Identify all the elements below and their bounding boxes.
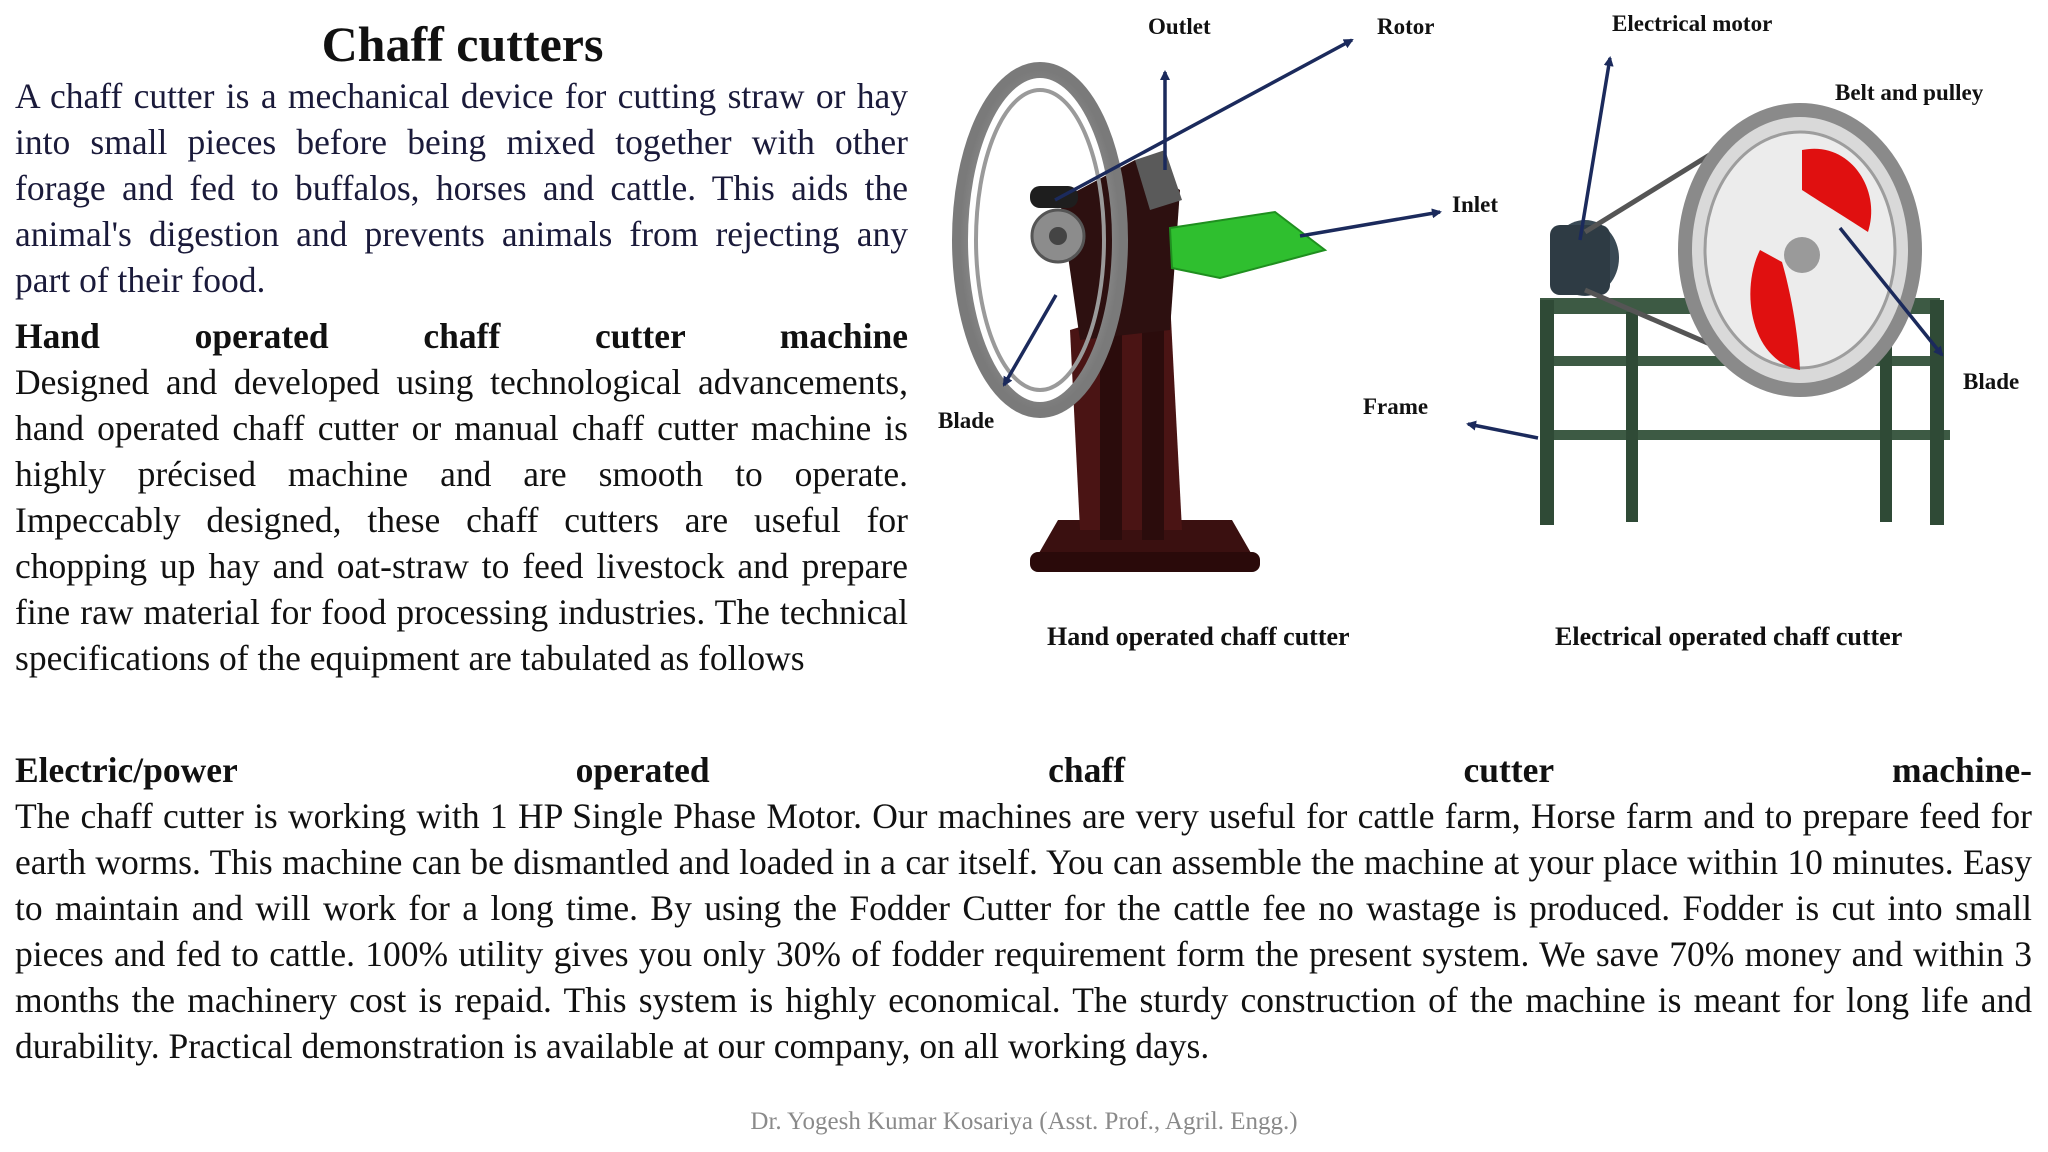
- chaff-cutter-figure: Outlet Rotor Inlet Blade Frame Electrica…: [920, 0, 2048, 700]
- label-outlet: Outlet: [1148, 14, 1211, 39]
- label-electrical-motor: Electrical motor: [1612, 11, 1772, 36]
- footer-author: Dr. Yogesh Kumar Kosariya (Asst. Prof., …: [750, 1108, 1298, 1135]
- label-blade-right: Blade: [1963, 369, 2019, 394]
- hand-section-body: Designed and developed using technologic…: [15, 362, 908, 678]
- electric-section-body: The chaff cutter is working with 1 HP Si…: [15, 796, 2032, 1066]
- label-inlet: Inlet: [1452, 192, 1498, 217]
- electric-chaff-cutter-image: [1540, 103, 1950, 525]
- caption-hand: Hand operated chaff cutter: [1047, 622, 1350, 651]
- figure-illustration: Outlet Rotor Inlet Blade Frame Electrica…: [938, 11, 2019, 651]
- hand-section-heading: Hand operated chaff cutter machine: [15, 316, 908, 356]
- caption-electric: Electrical operated chaff cutter: [1555, 622, 1902, 651]
- hand-chaff-cutter-image: [952, 62, 1328, 572]
- label-frame: Frame: [1363, 394, 1428, 419]
- electric-section: Electric/power operated chaff cutter mac…: [15, 747, 2032, 1069]
- intro-paragraph: A chaff cutter is a mechanical device fo…: [15, 76, 908, 300]
- annotation-arrows: [1002, 38, 1944, 440]
- label-belt-pulley: Belt and pulley: [1835, 80, 1984, 105]
- slide-title: Chaff cutters: [321, 16, 604, 72]
- label-rotor: Rotor: [1377, 14, 1434, 39]
- label-blade-left: Blade: [938, 408, 994, 433]
- electric-section-heading: Electric/power operated chaff cutter mac…: [15, 750, 2032, 790]
- hand-section: Hand operated chaff cutter machine Desig…: [15, 313, 908, 681]
